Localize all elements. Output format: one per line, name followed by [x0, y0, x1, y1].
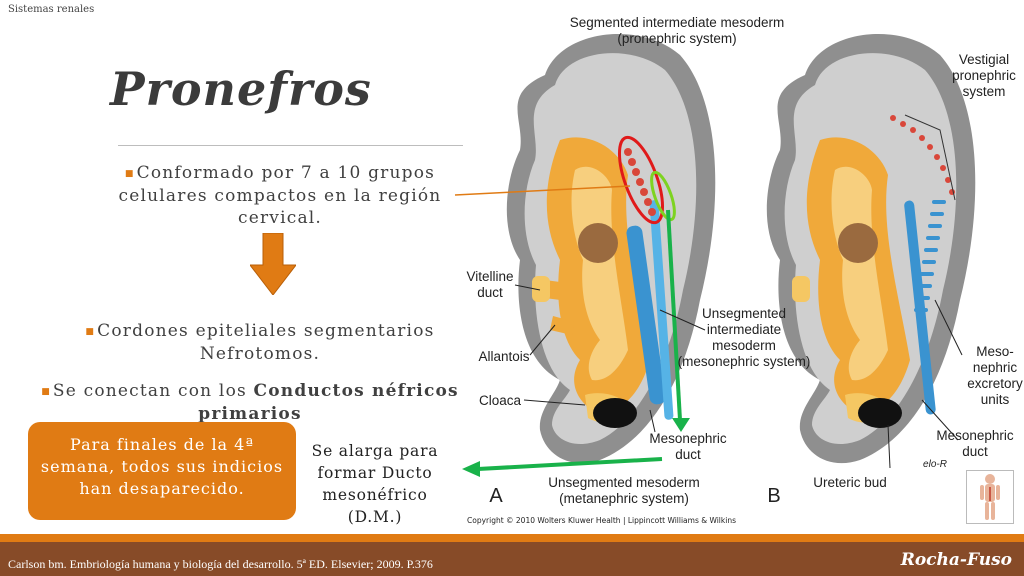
footer-citation: Carlson bm. Embriología humana y biologí…	[8, 557, 433, 571]
label-unseg-meta-2: (metanephric system)	[559, 491, 689, 506]
label-vitelline-2: duct	[477, 285, 503, 300]
label-unseg-4: (mesonephric system)	[678, 354, 811, 369]
anatomy-thumbnail	[966, 470, 1014, 524]
label-cloaca: Cloaca	[479, 393, 522, 408]
title-divider	[118, 145, 463, 146]
header-label: Sistemas renales	[8, 4, 95, 15]
callout-box: Para finales de la 4ª semana, todos sus …	[28, 422, 296, 520]
label-panel-a: A	[489, 485, 503, 507]
label-vitelline-1: Vitelline	[466, 269, 513, 284]
bullet-primary-ducts: ■Se conectan con los Conductos néfricos …	[30, 380, 470, 425]
human-figure-icon	[980, 474, 1000, 520]
footer-bar	[0, 542, 1024, 576]
label-vestigial-2: pronephric	[952, 68, 1016, 83]
embryo-figure: Segmented intermediate mesoderm (proneph…	[454, 15, 1023, 507]
side-note: Se alarga para formar Ducto mesonéfrico …	[311, 442, 439, 526]
label-mesoduct-a-2: duct	[675, 447, 701, 462]
label-vestigial-1: Vestigial	[959, 52, 1009, 67]
label-meso-ex-3: excretory	[967, 376, 1023, 391]
bullet-marker-icon: ■	[41, 386, 51, 397]
label-meso-ex-4: units	[981, 392, 1010, 407]
page-title: Pronefros	[110, 62, 372, 116]
bullet-text: Se conectan con los	[52, 381, 254, 401]
down-arrow-icon	[250, 233, 296, 295]
label-mesoduct-a-1: Mesonephric	[649, 431, 727, 446]
label-vestigial-3: system	[963, 84, 1006, 99]
label-unseg-3: mesoderm	[712, 338, 776, 353]
bullet-pronephros-description: ■Conformado por 7 a 10 grupos celulares …	[110, 162, 450, 229]
label-meso-ex-2: nephric	[973, 360, 1018, 375]
label-panel-b: B	[767, 485, 780, 507]
label-allantois: Allantois	[478, 349, 529, 364]
label-segmented-sub: (pronephric system)	[617, 31, 736, 46]
footer-accent-bar	[0, 534, 1024, 542]
label-unseg-1: Unsegmented	[702, 306, 786, 321]
bullet-text: Cordones epiteliales segmentarios Nefrot…	[97, 321, 435, 364]
label-meso-ex-1: Meso-	[976, 344, 1014, 359]
embryo-a	[454, 33, 716, 464]
bullet-text: Conformado por 7 a 10 grupos celulares c…	[118, 163, 442, 228]
label-unseg-meta-1: Unsegmented mesoderm	[548, 475, 700, 490]
label-mesoduct-b-1: Mesonephric	[936, 428, 1014, 443]
embryo-b	[766, 33, 976, 464]
label-unseg-2: intermediate	[707, 322, 781, 337]
footer-brand: Rocha-Fuso	[900, 550, 1012, 570]
figure-copyright: Copyright © 2010 Wolters Kluwer Health |…	[467, 516, 736, 525]
bullet-bold-text: Conductos néfricos primarios	[198, 381, 459, 424]
label-segmented: Segmented intermediate mesoderm	[570, 15, 785, 30]
label-signature: elo-R	[923, 459, 947, 470]
bullet-nephrotomes: ■Cordones epiteliales segmentarios Nefro…	[60, 320, 460, 365]
label-ureteric: Ureteric bud	[813, 475, 887, 490]
bullet-marker-icon: ■	[124, 168, 135, 179]
label-mesoduct-b-2: duct	[962, 444, 988, 459]
bullet-marker-icon: ■	[85, 326, 96, 337]
